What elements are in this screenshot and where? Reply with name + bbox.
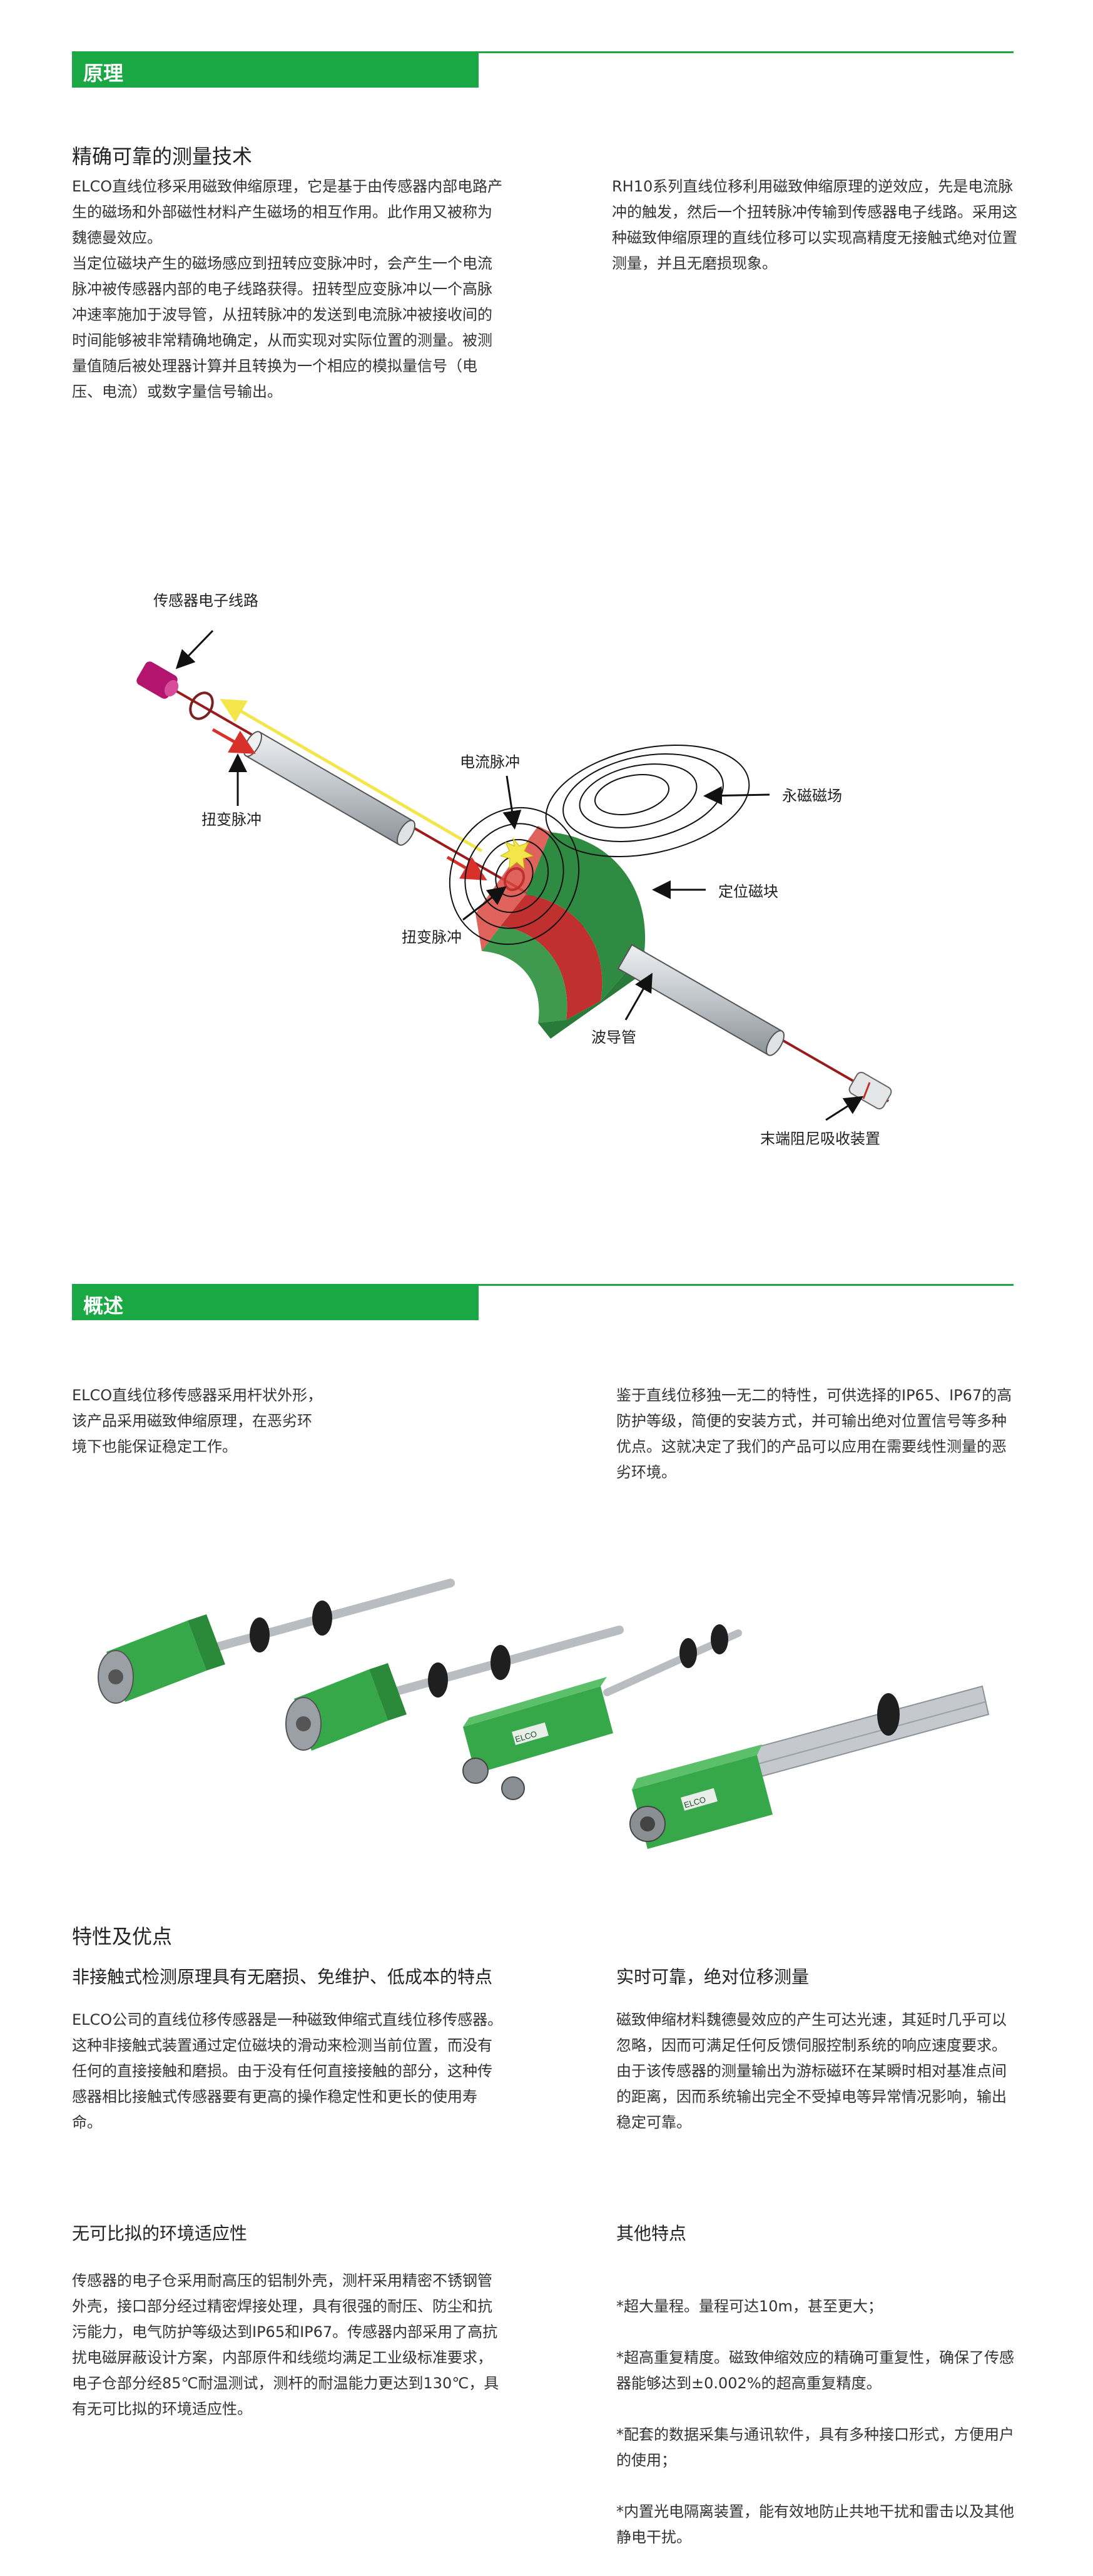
features-title: 特性及优点 bbox=[72, 1925, 173, 1948]
damping-end-cap bbox=[848, 1071, 892, 1110]
label-current-pulse: 电流脉冲 bbox=[460, 753, 520, 771]
sensor-product-2 bbox=[285, 1626, 624, 1751]
waveguide-tube-right bbox=[617, 944, 785, 1056]
coil-ring bbox=[189, 691, 214, 720]
principle-right-paragraph: RH10系列直线位移利用磁致伸缩原理的逆效应，先是电流脉冲的触发，然后一个扭转脉… bbox=[612, 178, 1017, 272]
torsion-arrow-center bbox=[446, 855, 487, 881]
sensor-product-1 bbox=[98, 1579, 455, 1704]
sensor-product-4: ELCO bbox=[629, 1685, 990, 1849]
section-label: 原理 bbox=[83, 61, 124, 85]
principle-left-paragraph: ELCO直线位移采用磁致伸缩原理，它是基于由传感器内部电路产生的磁场和外部磁性材… bbox=[72, 178, 503, 400]
section-header-bar: 概述 bbox=[72, 1284, 479, 1320]
feature-2-heading: 实时可靠，绝对位移测量 bbox=[616, 1967, 810, 1987]
spark-icon bbox=[499, 837, 534, 870]
label-torsion-pulse-left: 扭变脉冲 bbox=[201, 811, 262, 828]
current-pulse-arrow bbox=[220, 698, 483, 853]
section-label: 概述 bbox=[83, 1294, 124, 1318]
permanent-field-loops bbox=[545, 744, 750, 858]
label-torsion-pulse-center: 扭变脉冲 bbox=[402, 929, 462, 946]
pointer-torsion-center bbox=[462, 886, 507, 921]
label-permanent-field: 永磁磁场 bbox=[782, 787, 842, 805]
pointer-damping bbox=[825, 1096, 864, 1121]
feature-3-heading: 无可比拟的环境适应性 bbox=[72, 2223, 248, 2244]
product-illustration: ELCO ELCO bbox=[98, 1579, 990, 1849]
list-item: *配套的数据采集与通讯软件，具有多种接口形式，方便用户的使用； bbox=[616, 2426, 1014, 2469]
sensor-electronics-cap bbox=[136, 661, 179, 699]
magnetostriction-diagram: 传感器电子线路 扭变脉冲 电流脉冲 永磁磁场 定位磁块 扭变脉冲 波导管 末端阻… bbox=[0, 563, 1093, 1176]
section-header-rule bbox=[479, 1284, 1014, 1286]
overview-right-paragraph: 鉴于直线位移独一无二的特性，可供选择的IP65、IP67的高防护等级，简便的安装… bbox=[616, 1387, 1012, 1481]
principle-title: 精确可靠的测量技术 bbox=[72, 145, 253, 168]
feature-1-heading: 非接触式检测原理具有无磨损、免维护、低成本的特点 bbox=[72, 1967, 493, 1987]
feature-3-text: 传感器的电子仓采用耐高压的铝制外壳，测杆采用精密不锈钢管外壳，接口部分经过精密焊… bbox=[72, 2272, 499, 2418]
section-header-bar: 原理 bbox=[72, 51, 479, 88]
pointer-waveguide bbox=[624, 972, 653, 1021]
center-coil bbox=[503, 867, 526, 892]
label-damping-end: 末端阻尼吸收装置 bbox=[760, 1130, 880, 1148]
feature-2-text: 磁致伸缩材料魏德曼效应的产生可达光速，其延时几乎可以忽略，因而可满足任何反馈伺服… bbox=[616, 2011, 1007, 2131]
section-header-principle: 原理 bbox=[72, 51, 1014, 88]
current-field-rings bbox=[449, 807, 580, 945]
sensor-product-3: ELCO bbox=[462, 1624, 742, 1800]
feature-4-list: *超大量程。量程可达10m，甚至更大； *超高重复精度。磁致伸缩效应的精确可重复… bbox=[616, 2268, 1017, 2576]
torsion-arrow-left bbox=[211, 728, 256, 754]
list-item: *内置光电隔离装置，能有效地防止共地干扰和雷击以及其他静电干扰。 bbox=[616, 2503, 1014, 2546]
pointer-current-pulse bbox=[502, 775, 522, 830]
position-magnet-block bbox=[475, 826, 657, 1039]
label-position-magnet: 定位磁块 bbox=[718, 883, 778, 900]
list-item: *超大量程。量程可达10m，甚至更大； bbox=[616, 2298, 883, 2315]
product-photo: ELCO ELCO bbox=[63, 1545, 1032, 1896]
label-sensor-electronics: 传感器电子线路 bbox=[153, 592, 258, 609]
waveguide-tube-left bbox=[243, 731, 415, 846]
feature-1-text: ELCO公司的直线位移传感器是一种磁致伸缩式直线位移传感器。这种非接触式装置通过… bbox=[72, 2011, 503, 2131]
pointer-sensor-electronics bbox=[175, 629, 214, 669]
section-header-overview: 概述 bbox=[72, 1284, 1014, 1320]
section-header-rule bbox=[479, 51, 1014, 53]
list-item: *超高重复精度。磁致伸缩效应的精确可重复性，确保了传感器能够达到±0.002%的… bbox=[616, 2349, 1014, 2392]
pointer-permanent-field bbox=[703, 786, 770, 805]
overview-left-paragraph: ELCO直线位移传感器采用杆状外形， 该产品采用磁致伸缩原理，在恶劣环 境下也能… bbox=[72, 1387, 323, 1455]
diagram-graphic bbox=[136, 629, 892, 1121]
feature-4-heading: 其他特点 bbox=[616, 2223, 687, 2244]
label-waveguide: 波导管 bbox=[591, 1029, 636, 1046]
